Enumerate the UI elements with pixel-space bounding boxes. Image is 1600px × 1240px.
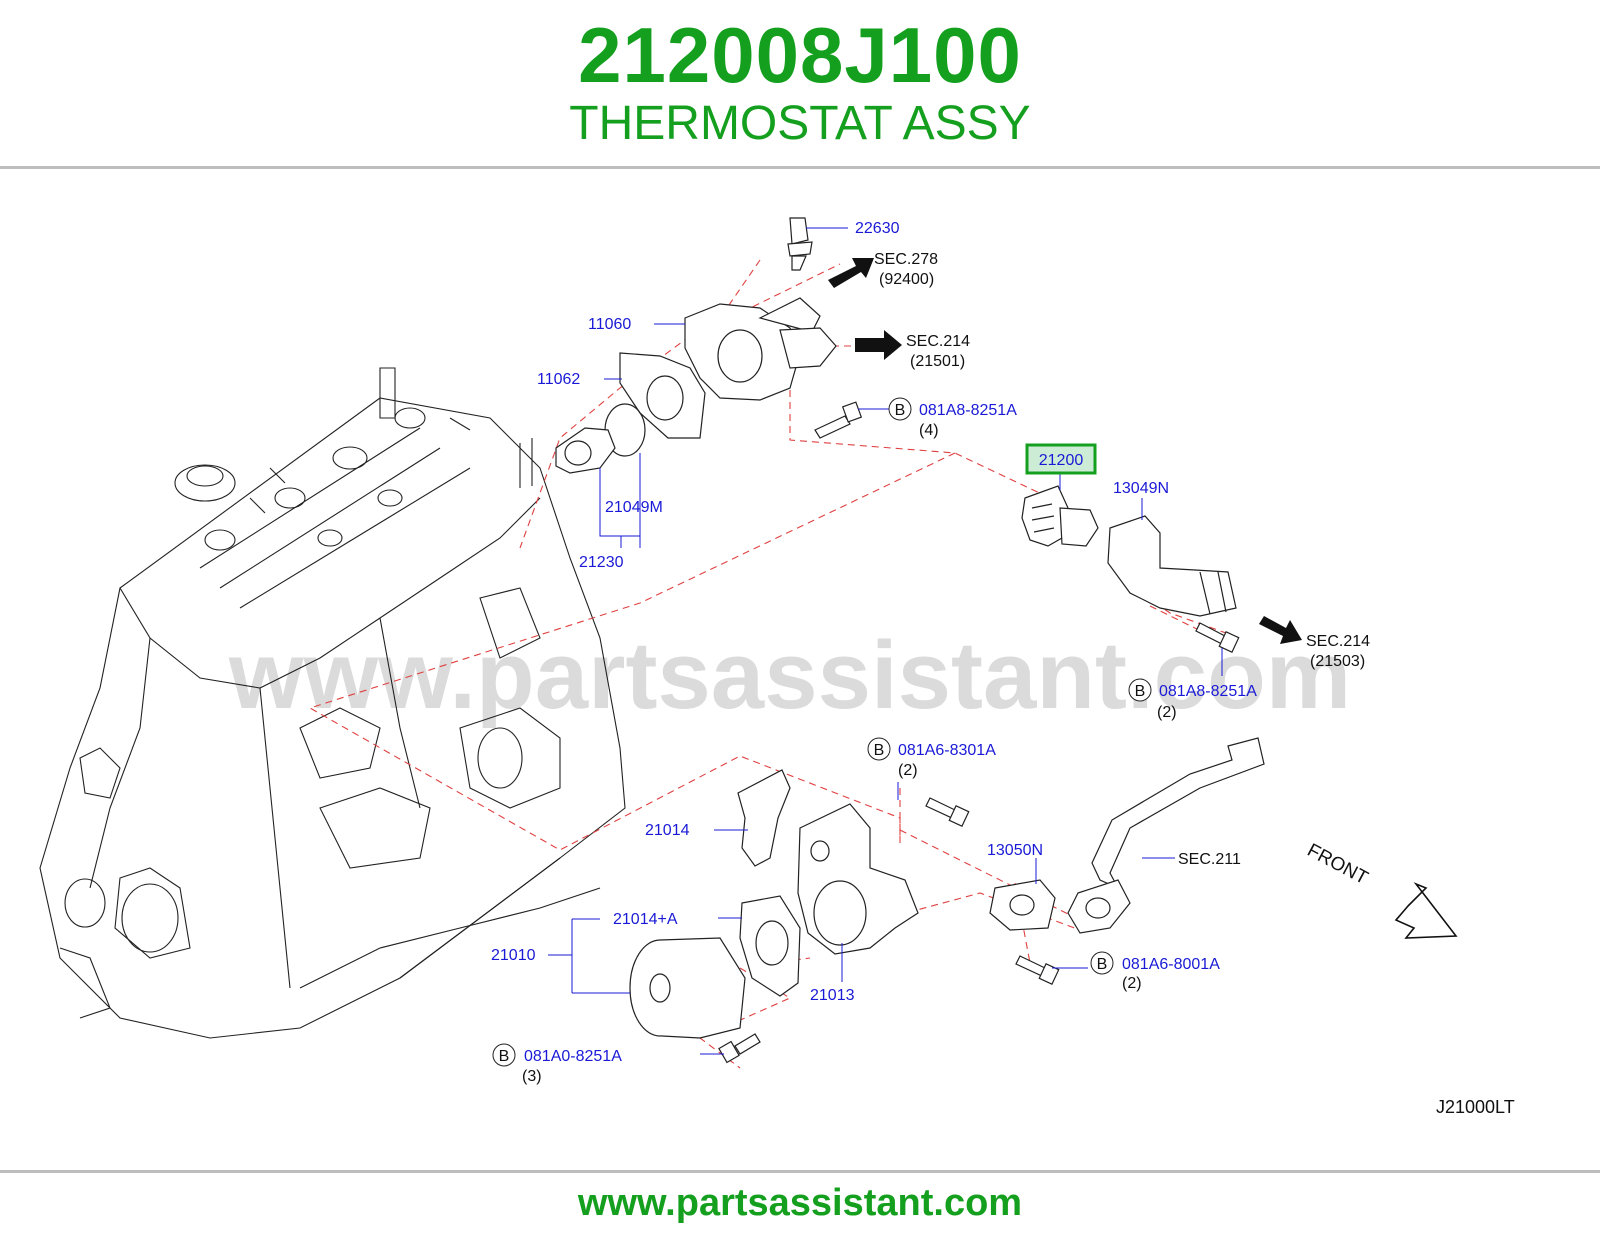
arrow-sec278-icon bbox=[828, 258, 874, 288]
callout-22630: 22630 bbox=[855, 220, 900, 237]
inlet-pipe-sec211-drawing bbox=[1067, 737, 1265, 934]
bolt-081A8-drawing-1 bbox=[814, 401, 863, 439]
bolt-callout-4: B 081A6-8001A (2) bbox=[1090, 951, 1220, 992]
header-divider bbox=[0, 166, 1600, 169]
water-inlet-13049n-drawing bbox=[1107, 515, 1237, 617]
engine-block-drawing bbox=[39, 367, 626, 1039]
sec214-21503-label: SEC.214 bbox=[1306, 633, 1370, 650]
callout-11062: 11062 bbox=[537, 371, 580, 388]
arrow-sec214-21501-icon bbox=[855, 330, 902, 360]
bolt-mark: B bbox=[1097, 956, 1108, 973]
water-pump-21010-drawing bbox=[629, 937, 746, 1039]
bolt-qty: (2) bbox=[898, 762, 918, 779]
bolt-mark-circle bbox=[867, 737, 891, 761]
sec278-label: SEC.278 bbox=[874, 251, 938, 268]
bolt-callout-2: B 081A8-8251A (2) bbox=[1128, 678, 1257, 721]
thermostat-21200-drawing bbox=[1021, 485, 1099, 547]
arrow-sec214-21503-icon bbox=[1259, 616, 1302, 644]
bolt-081A6-drawing-2 bbox=[1015, 955, 1060, 986]
bolt-mark: B bbox=[499, 1048, 510, 1065]
bolt-mark-circle bbox=[1128, 678, 1152, 702]
bolt-code: 081A6-8301A bbox=[898, 742, 996, 759]
sec214-21501-label: SEC.214 bbox=[906, 333, 970, 350]
gasket-21014a-drawing bbox=[739, 895, 801, 997]
bolt-qty: (4) bbox=[919, 422, 939, 439]
watermark: www.partsassistant.com bbox=[228, 622, 1351, 729]
bolt-081A0-drawing bbox=[718, 1033, 761, 1064]
callout-21013: 21013 bbox=[810, 987, 855, 1004]
bolt-code: 081A8-8251A bbox=[919, 402, 1017, 419]
footer-url[interactable]: www.partsassistant.com bbox=[577, 1182, 1023, 1224]
bolt-081A8-drawing-2 bbox=[1195, 622, 1240, 654]
sec278-ref: (92400) bbox=[879, 271, 934, 288]
callout-21010: 21010 bbox=[491, 947, 536, 964]
sec214-21501-ref: (21501) bbox=[910, 353, 965, 370]
footer-divider bbox=[0, 1170, 1600, 1173]
gasket-13050n-drawing bbox=[989, 879, 1056, 931]
sensor-22630-drawing bbox=[787, 217, 813, 271]
bolt-callout-3: B 081A6-8301A (2) bbox=[867, 737, 996, 779]
bolt-qty: (2) bbox=[1122, 975, 1142, 992]
water-pump-housing-21013-drawing bbox=[797, 803, 919, 955]
bolt-code: 081A6-8001A bbox=[1122, 956, 1220, 973]
bolt-code: 081A8-8251A bbox=[1159, 683, 1257, 700]
front-arrow-icon bbox=[1394, 882, 1458, 939]
callout-21014a: 21014+A bbox=[613, 911, 678, 928]
bolt-qty: (2) bbox=[1157, 704, 1177, 721]
thermostat-housing-21230-drawing bbox=[555, 427, 616, 474]
bolt-081A6-drawing-1 bbox=[925, 797, 970, 828]
bolt-callout-5: B 081A0-8251A (3) bbox=[492, 1043, 622, 1085]
part-name: THERMOSTAT ASSY bbox=[569, 97, 1031, 150]
callout-21014: 21014 bbox=[645, 822, 690, 839]
bolt-qty: (3) bbox=[522, 1068, 542, 1085]
highlight-box-21200 bbox=[1025, 443, 1097, 475]
front-label: FRONT bbox=[1304, 840, 1372, 889]
gasket-11062-drawing bbox=[619, 352, 706, 439]
callout-21230: 21230 bbox=[579, 554, 624, 571]
page-header: 212008J100 THERMOSTAT ASSY bbox=[0, 0, 1600, 168]
parts-diagram: www.partsassistant.com bbox=[39, 217, 1515, 1117]
bolt-mark: B bbox=[874, 742, 885, 759]
gasket-21014-drawing bbox=[737, 769, 791, 867]
bolt-mark-circle bbox=[492, 1043, 516, 1067]
bolt-mark: B bbox=[1135, 683, 1146, 700]
bolt-mark-circle bbox=[1090, 951, 1114, 975]
callout-21200: 21200 bbox=[1039, 452, 1084, 469]
part-number: 212008J100 bbox=[578, 11, 1022, 99]
bolt-mark: B bbox=[895, 402, 906, 419]
diagram-code: J21000LT bbox=[1436, 1097, 1515, 1117]
bolt-code: 081A0-8251A bbox=[524, 1048, 622, 1065]
callout-13050n: 13050N bbox=[987, 842, 1043, 859]
callout-13049n: 13049N bbox=[1113, 480, 1169, 497]
sec214-21503-ref: (21503) bbox=[1310, 653, 1365, 670]
callout-11060: 11060 bbox=[588, 316, 631, 333]
bolt-callout-1: B 081A8-8251A (4) bbox=[888, 397, 1017, 439]
bolt-mark-circle bbox=[888, 397, 912, 421]
callout-leaders bbox=[548, 227, 1223, 1055]
water-outlet-11060-drawing bbox=[684, 297, 837, 401]
callout-sec211: SEC.211 bbox=[1178, 851, 1241, 868]
callout-21049m: 21049M bbox=[605, 499, 663, 516]
